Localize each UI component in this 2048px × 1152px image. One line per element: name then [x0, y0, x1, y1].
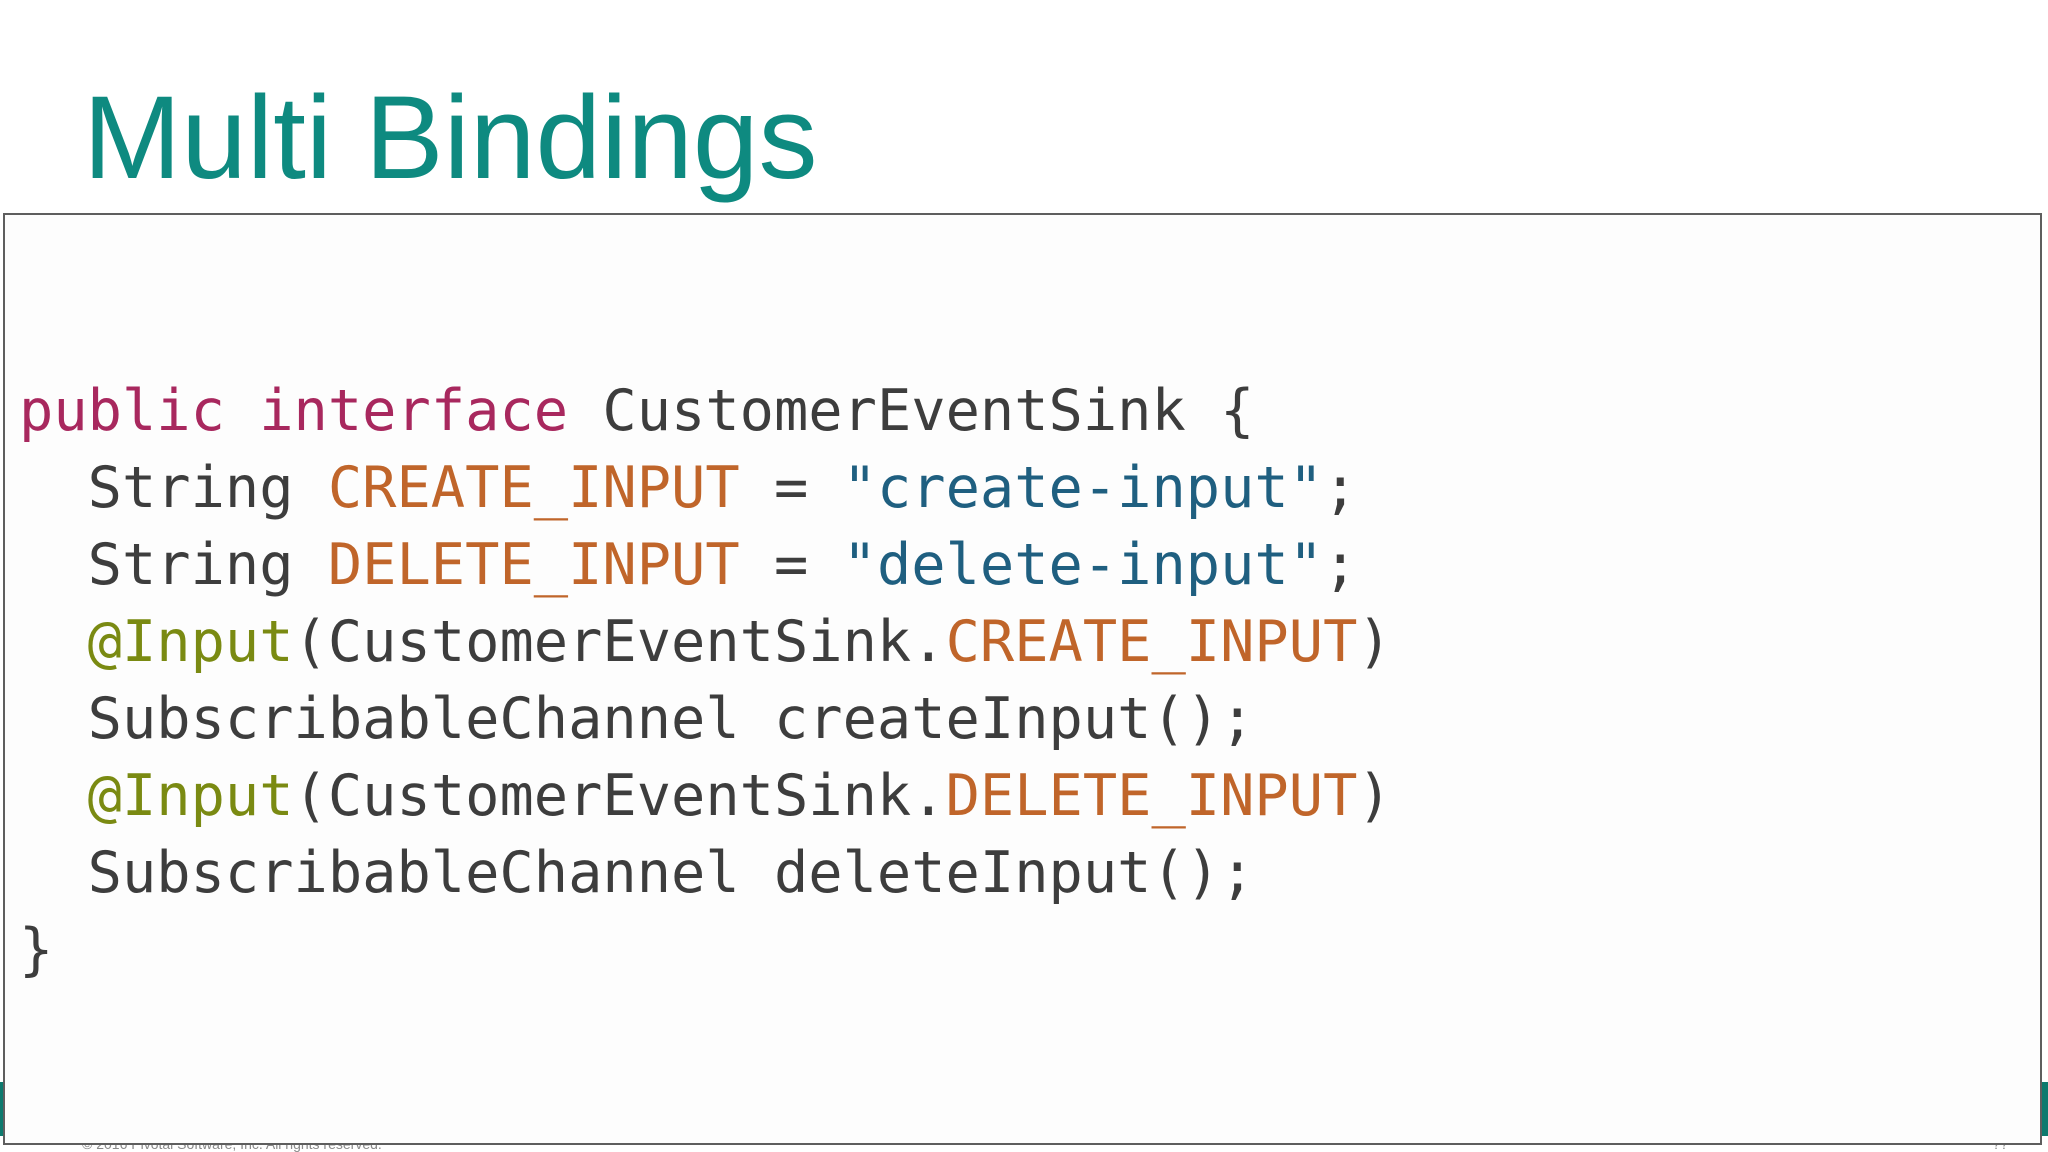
code-token-plain: }: [19, 917, 54, 983]
code-token-const: CREATE_INPUT: [327, 455, 740, 521]
code-line: public interface CustomerEventSink {: [19, 373, 1392, 450]
code-line: SubscribableChannel deleteInput();: [19, 835, 1392, 912]
code-block: public interface CustomerEventSink { Str…: [19, 373, 1392, 989]
slide-title: Multi Bindings: [83, 72, 818, 204]
code-token-plain: =: [739, 455, 843, 521]
code-token-keyword: public: [19, 378, 225, 444]
code-token-type: String: [19, 455, 328, 521]
code-token-plain: SubscribableChannel deleteInput();: [19, 840, 1255, 906]
code-token-plain: ): [1357, 609, 1392, 675]
code-line: String DELETE_INPUT = "delete-input";: [19, 527, 1392, 604]
code-token-annotation: @Input: [87, 763, 294, 829]
code-line: SubscribableChannel createInput();: [19, 681, 1392, 758]
code-line: @Input(CustomerEventSink.CREATE_INPUT): [19, 604, 1392, 681]
code-line: String CREATE_INPUT = "create-input";: [19, 450, 1392, 527]
code-token-string: "create-input": [842, 455, 1324, 521]
code-token-plain: [19, 609, 88, 675]
code-token-keyword: interface: [259, 378, 569, 444]
code-panel: public interface CustomerEventSink { Str…: [3, 213, 2042, 1145]
code-token-annotation: @Input: [87, 609, 294, 675]
code-token-plain: ): [1357, 763, 1392, 829]
code-token-plain: [225, 378, 259, 444]
code-token-plain: ;: [1323, 455, 1358, 521]
code-token-plain: SubscribableChannel createInput();: [19, 686, 1255, 752]
code-token-plain: [19, 763, 88, 829]
code-token-const: CREATE_INPUT: [945, 609, 1358, 675]
code-token-string: "delete-input": [842, 532, 1324, 598]
code-token-const: DELETE_INPUT: [327, 532, 740, 598]
code-token-plain: =: [739, 532, 843, 598]
code-line: @Input(CustomerEventSink.DELETE_INPUT): [19, 758, 1392, 835]
code-token-plain: (CustomerEventSink.: [293, 763, 946, 829]
code-token-plain: (CustomerEventSink.: [293, 609, 946, 675]
code-token-type: String: [19, 532, 328, 598]
code-token-plain: ;: [1323, 532, 1358, 598]
code-line: }: [19, 912, 1392, 989]
code-token-plain: CustomerEventSink {: [568, 378, 1255, 444]
code-token-const: DELETE_INPUT: [945, 763, 1358, 829]
